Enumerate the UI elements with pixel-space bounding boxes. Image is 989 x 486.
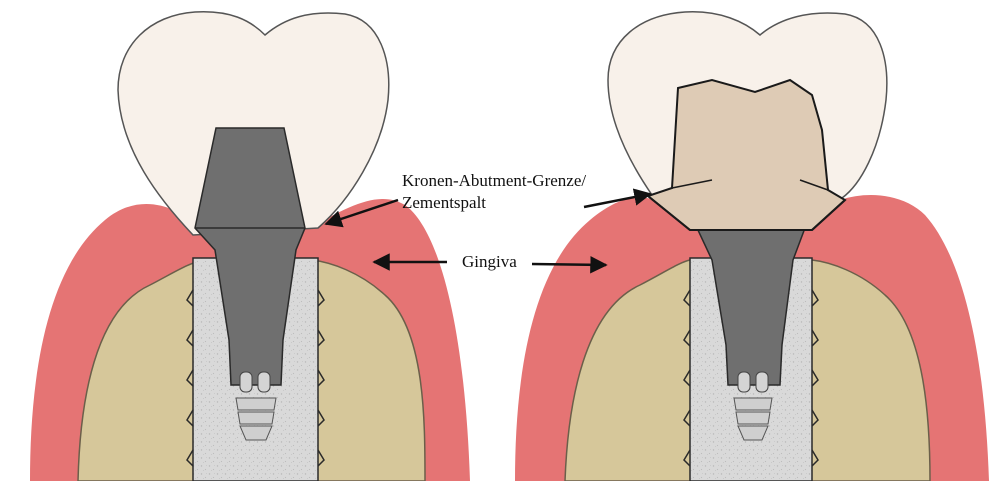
arrow-to-right-gingiva bbox=[532, 264, 606, 265]
cement-gap-label: Zementspalt bbox=[402, 192, 486, 214]
gingiva-label: Gingiva bbox=[462, 251, 517, 273]
right-panel bbox=[515, 12, 989, 481]
crown-abutment-border-label: Kronen-Abutment-Grenze/ bbox=[402, 170, 586, 192]
left-panel bbox=[30, 12, 470, 481]
